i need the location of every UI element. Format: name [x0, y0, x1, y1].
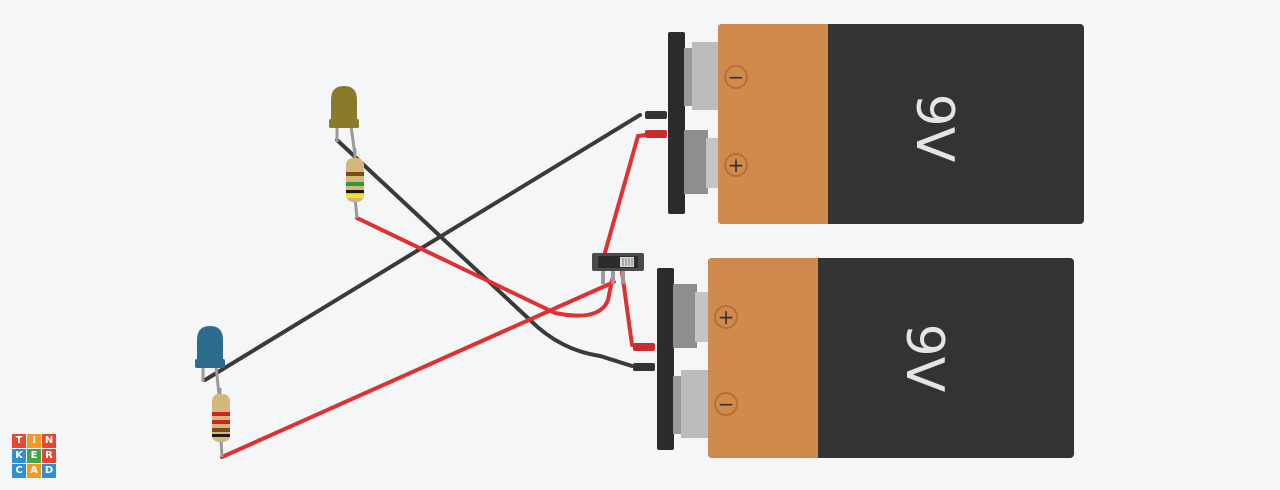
- svg-text:+: +: [718, 305, 735, 329]
- battery-top[interactable]: − + 9V: [645, 24, 1084, 224]
- battery-top-label: 9V: [904, 94, 964, 163]
- logo-letter: A: [27, 464, 41, 478]
- logo-letter: C: [12, 464, 26, 478]
- svg-text:−: −: [718, 392, 735, 416]
- logo-letter: T: [12, 434, 26, 448]
- battery-bottom-label: 9V: [894, 324, 954, 393]
- battery-bottom-negative-terminal[interactable]: −: [714, 392, 738, 416]
- logo-letter: E: [27, 449, 41, 463]
- logo-letter: R: [42, 449, 56, 463]
- wire-red-blue-resistor-to-switch[interactable]: [220, 280, 616, 459]
- logo-letter: N: [42, 434, 56, 448]
- logo-letter: K: [12, 449, 26, 463]
- svg-text:−: −: [728, 65, 745, 89]
- battery-bottom[interactable]: + − 9V: [633, 258, 1074, 458]
- resistor-blue-led[interactable]: [212, 388, 230, 458]
- blue-led[interactable]: [195, 326, 225, 396]
- wires: [203, 113, 654, 459]
- battery-bottom-positive-terminal[interactable]: +: [714, 305, 738, 329]
- svg-text:+: +: [728, 153, 745, 177]
- resistor-yellow-led[interactable]: [346, 148, 364, 219]
- battery-top-positive-terminal[interactable]: +: [724, 153, 748, 177]
- battery-top-negative-terminal[interactable]: −: [724, 65, 748, 89]
- slide-switch[interactable]: [592, 253, 644, 284]
- wire-red-yellow-resistor-to-switch[interactable]: [355, 216, 614, 318]
- logo-letter: D: [42, 464, 56, 478]
- logo-letter: I: [27, 434, 41, 448]
- wire-red-switch-to-battery1[interactable]: [602, 132, 654, 258]
- wire-red-switch-to-battery2[interactable]: [620, 270, 634, 347]
- wire-black-yellow-led-to-battery2[interactable]: [335, 138, 634, 368]
